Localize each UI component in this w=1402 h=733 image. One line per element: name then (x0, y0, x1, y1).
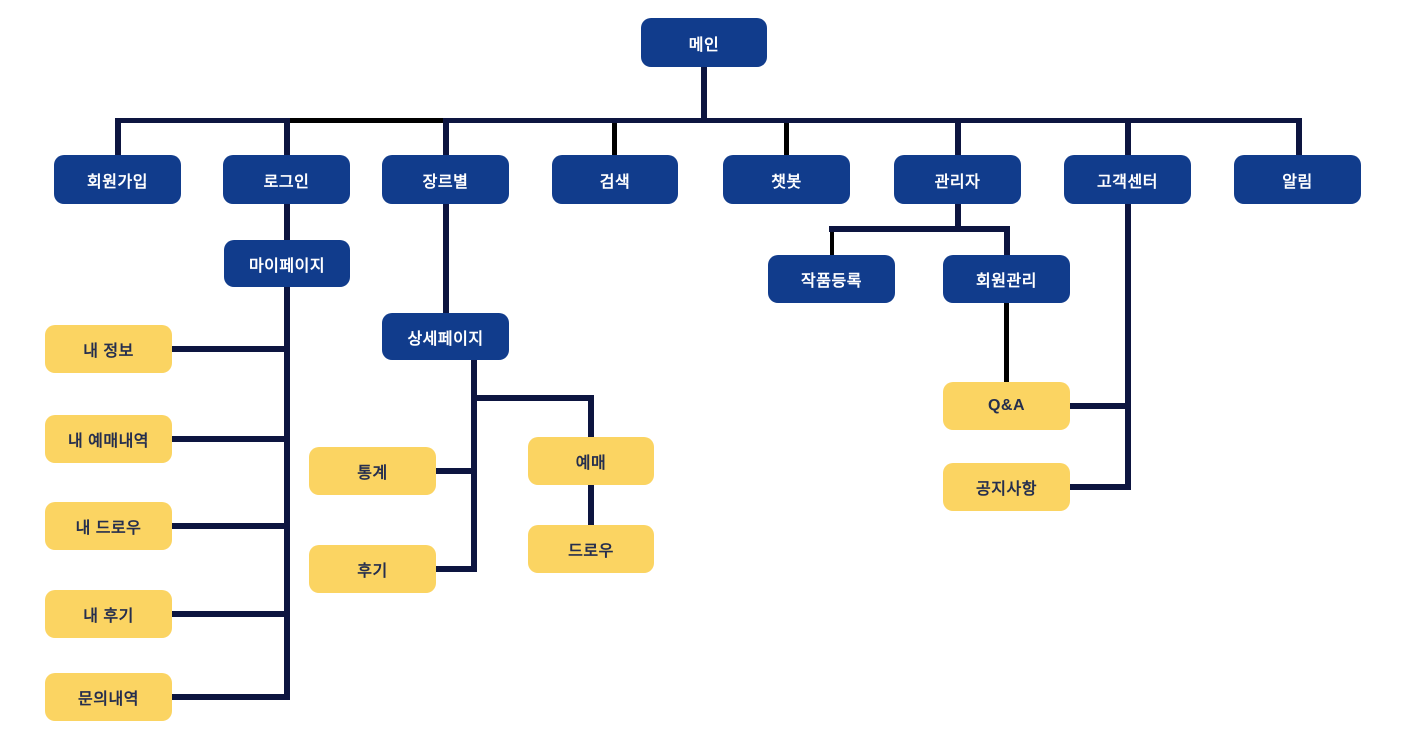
drop-chatbot (784, 123, 789, 155)
node-mypage[interactable]: 마이페이지 (224, 240, 350, 287)
connector-booking-draw (588, 485, 594, 525)
connector-bus-right (446, 118, 1302, 123)
spine-detail (471, 360, 477, 572)
drop-signup (115, 118, 121, 155)
node-booking[interactable]: 예매 (528, 437, 654, 485)
branch-admin-horizontal (829, 226, 1010, 232)
branch-booking-horizontal (471, 395, 594, 401)
node-work-register[interactable]: 작품등록 (768, 255, 895, 303)
connector-bus-left (115, 118, 290, 123)
node-my-info[interactable]: 내 정보 (45, 325, 172, 373)
stub-qna (1070, 403, 1131, 409)
stem-admin (955, 204, 961, 232)
stub-stats (436, 468, 477, 474)
node-draw[interactable]: 드로우 (528, 525, 654, 573)
stub-my-booking (172, 436, 290, 442)
node-search[interactable]: 검색 (552, 155, 678, 204)
stub-my-draw (172, 523, 290, 529)
node-stats[interactable]: 통계 (309, 447, 436, 495)
drop-alarm (1296, 118, 1302, 155)
drop-work-register (830, 232, 834, 255)
stub-review (436, 566, 477, 572)
node-customer-center[interactable]: 고객센터 (1064, 155, 1191, 204)
node-member-manage[interactable]: 회원관리 (943, 255, 1070, 303)
connector-main-stem (701, 67, 707, 123)
node-qna[interactable]: Q&A (943, 382, 1070, 430)
node-main[interactable]: 메인 (641, 18, 767, 67)
drop-admin (955, 118, 961, 155)
node-chatbot[interactable]: 챗봇 (723, 155, 850, 204)
spine-mypage (284, 287, 290, 700)
node-alarm[interactable]: 알림 (1234, 155, 1361, 204)
drop-genre (443, 118, 449, 155)
connector-genre-detail (443, 204, 449, 313)
stub-my-review (172, 611, 290, 617)
connector-bus-mid-black (290, 118, 446, 123)
node-login[interactable]: 로그인 (223, 155, 350, 204)
node-notice[interactable]: 공지사항 (943, 463, 1070, 511)
node-my-draw[interactable]: 내 드로우 (45, 502, 172, 550)
stub-my-info (172, 346, 290, 352)
connector-login-mypage (284, 204, 290, 240)
spine-customer-center (1125, 204, 1131, 490)
stub-inquiry-history (172, 694, 290, 700)
stub-notice (1070, 484, 1131, 490)
node-my-booking[interactable]: 내 예매내역 (45, 415, 172, 463)
node-detail-page[interactable]: 상세페이지 (382, 313, 509, 360)
node-inquiry-history[interactable]: 문의내역 (45, 673, 172, 721)
node-review[interactable]: 후기 (309, 545, 436, 593)
drop-customer-center (1125, 118, 1131, 155)
node-my-review[interactable]: 내 후기 (45, 590, 172, 638)
branch-booking-vertical (588, 395, 594, 437)
node-signup[interactable]: 회원가입 (54, 155, 181, 204)
connector-member-manage-qna (1004, 303, 1009, 382)
drop-login (284, 118, 290, 155)
drop-search (612, 123, 617, 155)
node-genre[interactable]: 장르별 (382, 155, 509, 204)
node-admin[interactable]: 관리자 (894, 155, 1021, 204)
drop-member-manage (1004, 232, 1010, 255)
